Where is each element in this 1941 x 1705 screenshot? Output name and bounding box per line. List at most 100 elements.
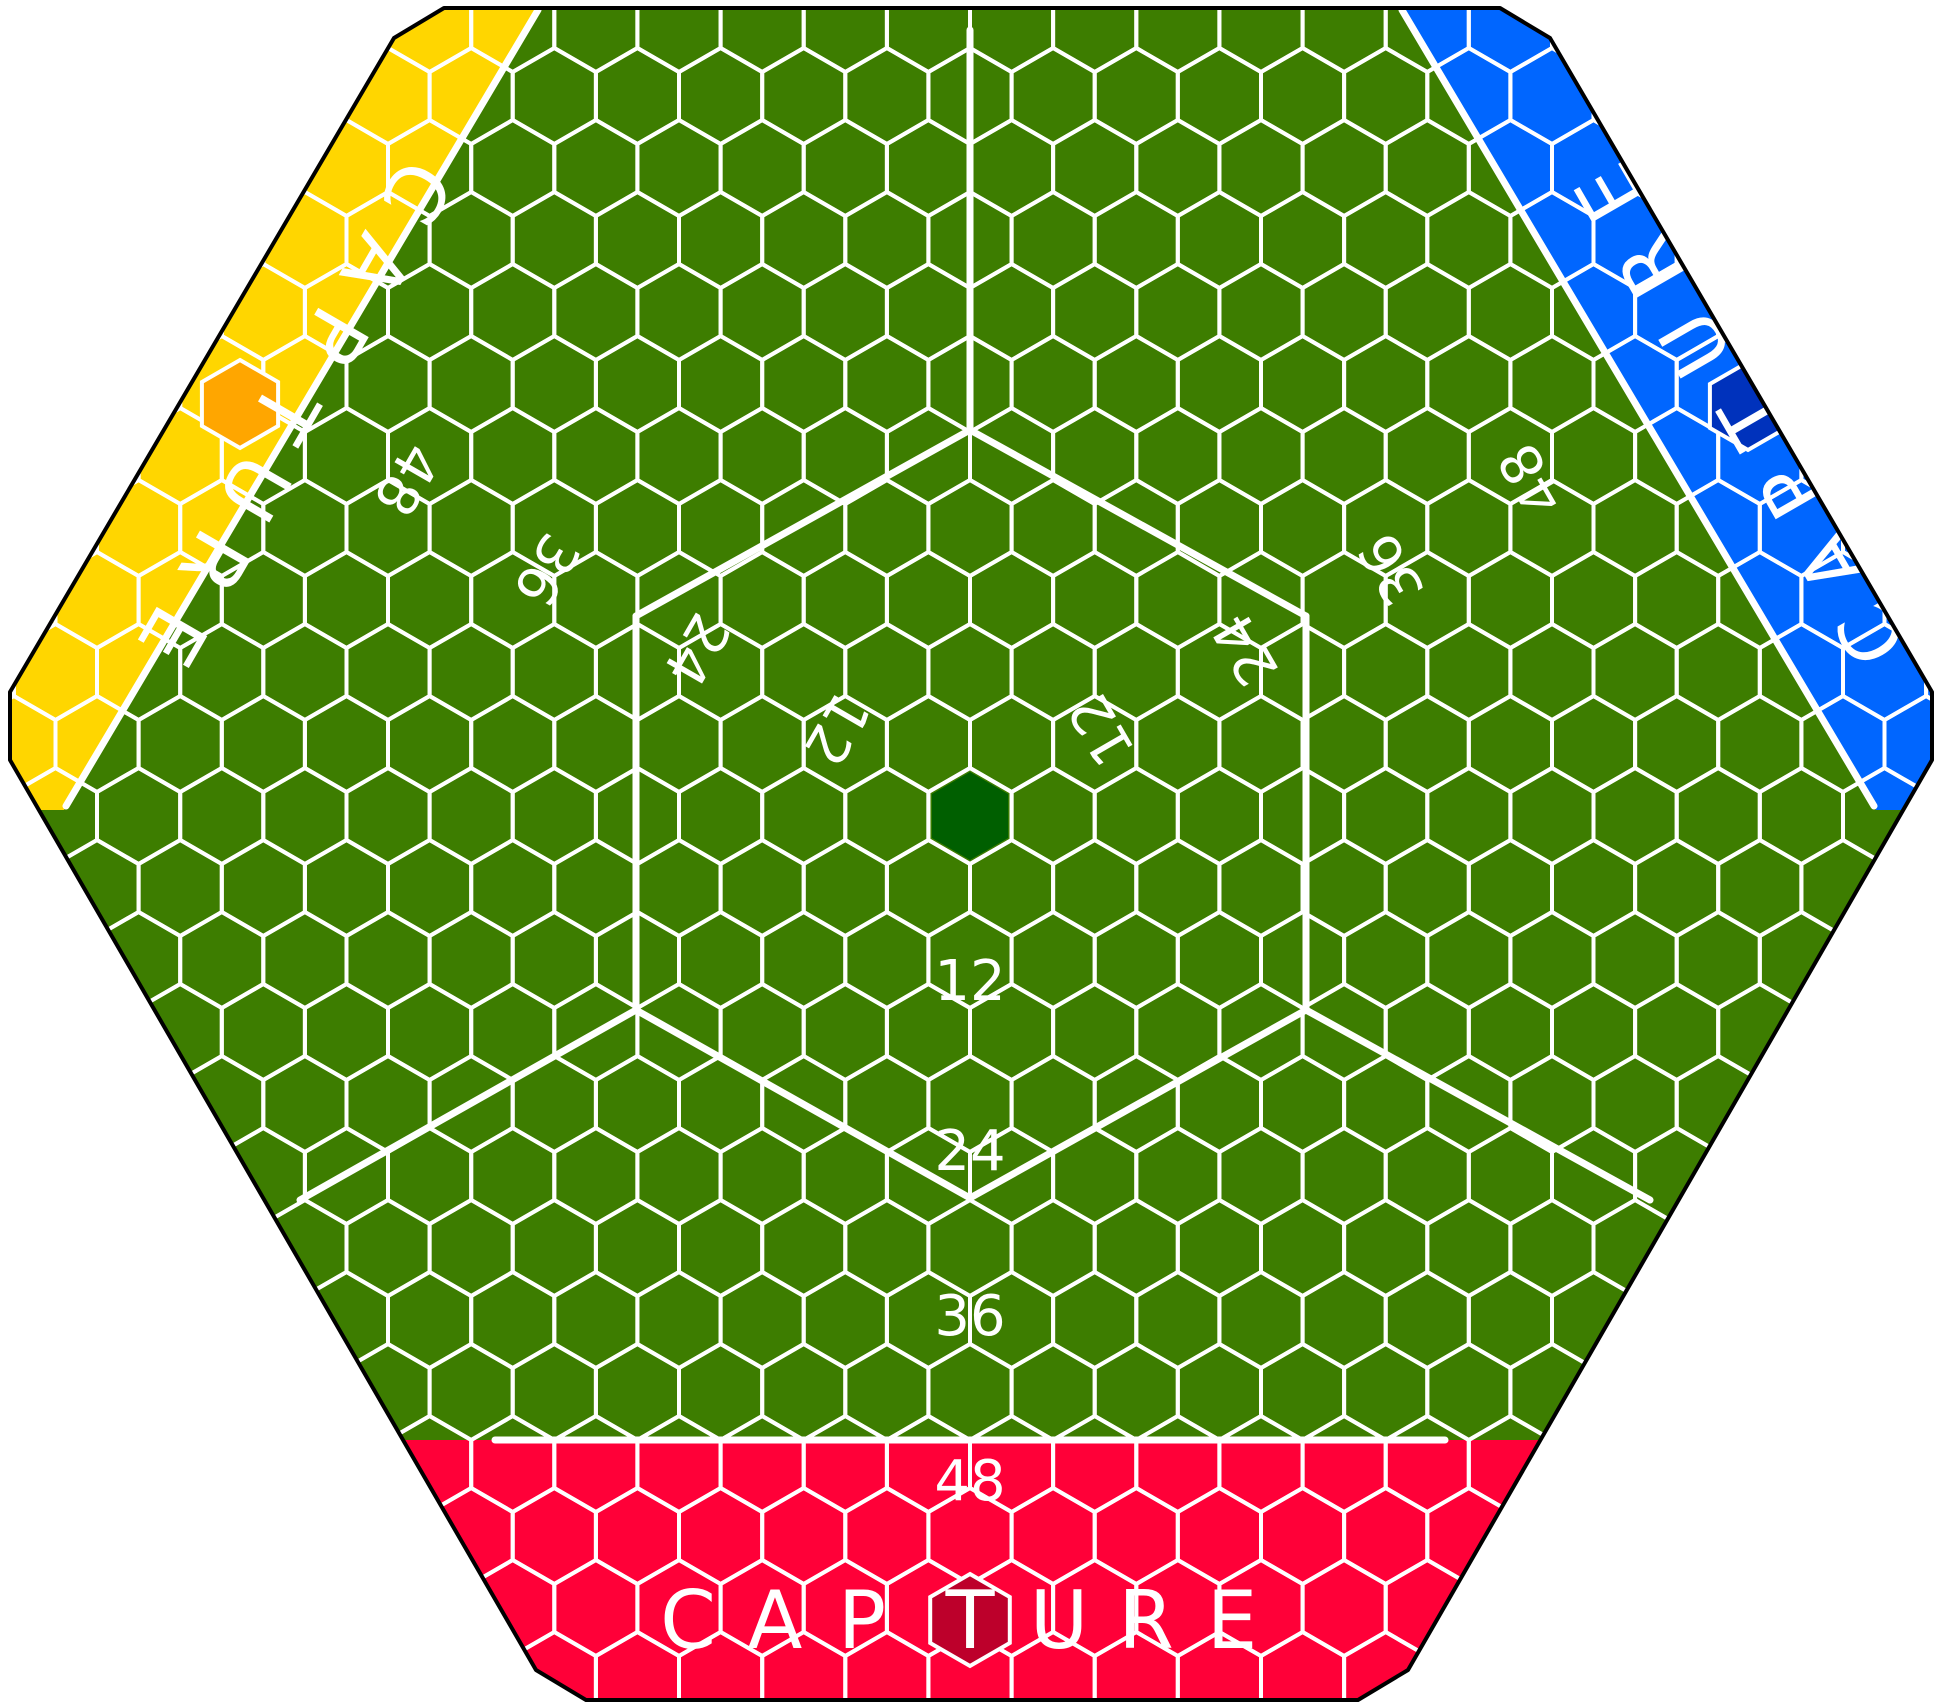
board-cell[interactable] (0, 1341, 16, 1443)
board-cell[interactable] (0, 477, 16, 579)
board-cell[interactable] (0, 333, 16, 435)
board-cell[interactable] (1924, 477, 1941, 579)
board-cell[interactable] (136, 117, 224, 219)
board-cell[interactable] (1882, 1413, 1941, 1515)
board-cell[interactable] (178, 189, 266, 291)
board-cell[interactable] (1757, 1485, 1845, 1587)
board-cell[interactable] (1924, 1341, 1941, 1443)
board-cell[interactable] (1924, 1197, 1941, 1299)
board-cell[interactable] (1924, 765, 1941, 867)
board-cell[interactable] (0, 189, 16, 291)
board-cell[interactable] (1550, 1557, 1638, 1659)
board-cell[interactable] (261, 1629, 349, 1705)
board-cell[interactable] (1716, 1557, 1804, 1659)
board-cell[interactable] (386, 1557, 474, 1659)
board-cell[interactable] (344, 1629, 432, 1705)
board-cell[interactable] (0, 1557, 58, 1659)
board-cell[interactable] (0, 117, 58, 219)
board-cell[interactable] (0, 981, 58, 1083)
board-cell[interactable] (1841, 333, 1929, 435)
board-cell[interactable] (11, 45, 99, 147)
board-cell[interactable] (1799, 0, 1887, 75)
board-cell[interactable] (0, 1125, 58, 1227)
board-cell[interactable] (178, 1629, 266, 1705)
board-cell[interactable] (1674, 1629, 1762, 1705)
board-cell[interactable] (53, 117, 141, 219)
board-cell[interactable] (1799, 1269, 1887, 1371)
board-cell[interactable] (1425, 1629, 1513, 1705)
board-cell[interactable] (1757, 1629, 1845, 1705)
board-cell[interactable] (11, 189, 99, 291)
board-cell[interactable] (1716, 1125, 1804, 1227)
board-cell[interactable] (0, 765, 16, 867)
board-cell[interactable] (219, 1269, 307, 1371)
board-cell[interactable] (53, 1413, 141, 1515)
board-cell[interactable] (1633, 1413, 1721, 1515)
board-cell[interactable] (1841, 909, 1929, 1011)
board-cell[interactable] (0, 1413, 58, 1515)
board-cell[interactable] (302, 1557, 390, 1659)
board-cell[interactable] (136, 1413, 224, 1515)
board-cell[interactable] (1924, 333, 1941, 435)
board-cell[interactable] (11, 1341, 99, 1443)
board-cell[interactable] (1550, 1413, 1638, 1515)
board-cell[interactable] (1757, 1197, 1845, 1299)
board-cell[interactable] (261, 1341, 349, 1443)
board-cell[interactable] (1799, 1413, 1887, 1515)
board-cell[interactable] (95, 1629, 183, 1705)
board-cell[interactable] (1591, 1485, 1679, 1587)
board-cell[interactable] (178, 1341, 266, 1443)
board-cell[interactable] (1882, 117, 1941, 219)
board-cell[interactable] (53, 1125, 141, 1227)
board-cell[interactable] (95, 333, 183, 435)
board-cell[interactable] (53, 1557, 141, 1659)
board-cell[interactable] (1882, 261, 1941, 363)
board-cell[interactable] (219, 1413, 307, 1515)
board-cell[interactable] (1674, 1341, 1762, 1443)
board-cell[interactable] (0, 909, 16, 1011)
board-cell[interactable] (178, 45, 266, 147)
board-cell[interactable] (1882, 837, 1941, 939)
board-cell[interactable] (1882, 1557, 1941, 1659)
board-cell[interactable] (1841, 189, 1929, 291)
board-cell[interactable] (1716, 0, 1804, 75)
board-cell[interactable] (0, 1197, 16, 1299)
board-cell[interactable] (0, 0, 58, 75)
board-cell[interactable] (11, 1197, 99, 1299)
board-cell[interactable] (1799, 261, 1887, 363)
board-cell[interactable] (219, 0, 307, 75)
board-cell[interactable] (0, 45, 16, 147)
board-cell[interactable] (95, 1341, 183, 1443)
board-cell[interactable] (95, 1485, 183, 1587)
board-cell[interactable] (261, 45, 349, 147)
board-cell[interactable] (53, 1269, 141, 1371)
board-cell[interactable] (1508, 1629, 1596, 1705)
board-cell[interactable] (1882, 1269, 1941, 1371)
board-cell[interactable] (1591, 1341, 1679, 1443)
board-cell[interactable] (1633, 1557, 1721, 1659)
board-cell[interactable] (1882, 0, 1941, 75)
board-cell[interactable] (53, 405, 141, 507)
board-cell[interactable] (0, 1269, 58, 1371)
board-cell[interactable] (1841, 1341, 1929, 1443)
board-cell[interactable] (1841, 1485, 1929, 1587)
board-cell[interactable] (11, 1485, 99, 1587)
board-cell[interactable] (178, 1197, 266, 1299)
board-cell[interactable] (0, 1629, 16, 1705)
board-cell[interactable] (1757, 1053, 1845, 1155)
board-cell[interactable] (11, 333, 99, 435)
board-cell[interactable] (136, 1269, 224, 1371)
board-cell[interactable] (1716, 1269, 1804, 1371)
board-cell[interactable] (11, 909, 99, 1011)
board-cell[interactable] (1674, 1485, 1762, 1587)
board-cell[interactable] (1924, 45, 1941, 147)
board-cell[interactable] (53, 261, 141, 363)
board-cell[interactable] (1841, 1053, 1929, 1155)
board-cell[interactable] (0, 837, 58, 939)
board-cell[interactable] (136, 1557, 224, 1659)
board-cell[interactable] (261, 1485, 349, 1587)
board-cell[interactable] (1924, 189, 1941, 291)
board-cell[interactable] (95, 45, 183, 147)
board-cell[interactable] (1508, 1485, 1596, 1587)
board-cell[interactable] (427, 1629, 515, 1705)
